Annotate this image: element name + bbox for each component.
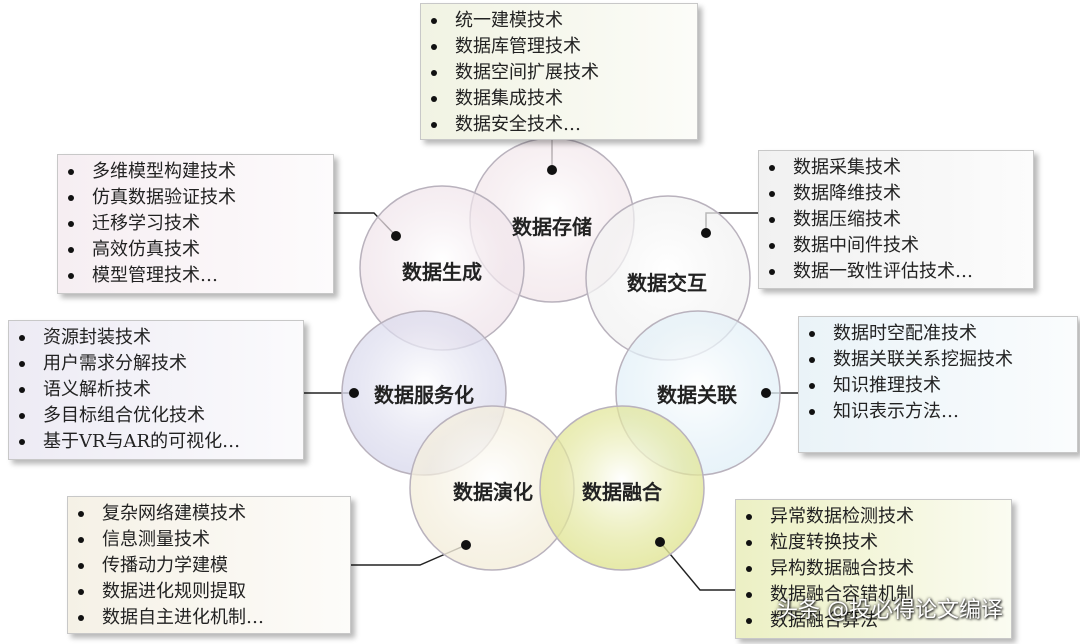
tech-list-item: 仿真数据验证技术 xyxy=(68,185,325,211)
node-label-storage: 数据存储 xyxy=(512,214,592,239)
tech-list-item: 数据进化规则提取 xyxy=(78,579,342,605)
tech-list-item: 知识表示方法… xyxy=(809,399,1069,425)
tech-list-item: 数据融合算法 xyxy=(746,608,1003,634)
node-label-interaction: 数据交互 xyxy=(627,270,707,295)
tech-list-item: 模型管理技术… xyxy=(68,263,325,289)
tech-list-item: 数据中间件技术 xyxy=(769,233,1025,259)
tech-list-item: 多目标组合优化技术 xyxy=(19,403,295,429)
tech-list-item: 数据集成技术 xyxy=(431,86,689,112)
tech-list: 统一建模技术数据库管理技术数据空间扩展技术数据集成技术数据安全技术… xyxy=(431,8,689,138)
tech-list-item: 异常数据检测技术 xyxy=(746,504,1003,530)
tech-list-item: 知识推理技术 xyxy=(809,373,1069,399)
tech-list-item: 高效仿真技术 xyxy=(68,237,325,263)
tech-box-interaction: 数据采集技术数据降维技术数据压缩技术数据中间件技术数据一致性评估技术… xyxy=(758,150,1034,289)
tech-list-item: 数据一致性评估技术… xyxy=(769,259,1025,285)
node-label-servitization: 数据服务化 xyxy=(374,382,474,407)
tech-list-item: 语义解析技术 xyxy=(19,377,295,403)
connector-dot-evolution xyxy=(461,540,471,550)
circle-fusion xyxy=(539,405,705,571)
tech-list-item: 复杂网络建模技术 xyxy=(78,501,342,527)
tech-list: 资源封装技术用户需求分解技术语义解析技术多目标组合优化技术基于VR与AR的可视化… xyxy=(19,325,295,455)
tech-box-fusion: 异常数据检测技术粒度转换技术异构数据融合技术数据融合容错机制数据融合算法 xyxy=(735,499,1012,639)
tech-list-item: 数据时空配准技术 xyxy=(809,321,1069,347)
tech-list-item: 迁移学习技术 xyxy=(68,211,325,237)
tech-list-item: 异构数据融合技术 xyxy=(746,556,1003,582)
tech-list: 多维模型构建技术仿真数据验证技术迁移学习技术高效仿真技术模型管理技术… xyxy=(68,159,325,289)
connector-dot-storage xyxy=(547,165,557,175)
tech-list-item: 数据空间扩展技术 xyxy=(431,60,689,86)
tech-box-servitization: 资源封装技术用户需求分解技术语义解析技术多目标组合优化技术基于VR与AR的可视化… xyxy=(8,320,304,460)
connector-fusion xyxy=(659,541,735,591)
tech-list-item: 数据降维技术 xyxy=(769,181,1025,207)
tech-list-item: 数据关联关系挖掘技术 xyxy=(809,347,1069,373)
tech-list: 数据时空配准技术数据关联关系挖掘技术知识推理技术知识表示方法… xyxy=(809,321,1069,425)
tech-box-evolution: 复杂网络建模技术信息测量技术传播动力学建模数据进化规则提取数据自主进化机制… xyxy=(67,496,351,634)
node-label-association: 数据关联 xyxy=(657,382,737,407)
tech-list-item: 数据融合容错机制 xyxy=(746,582,1003,608)
tech-list-item: 粒度转换技术 xyxy=(746,530,1003,556)
tech-list: 复杂网络建模技术信息测量技术传播动力学建模数据进化规则提取数据自主进化机制… xyxy=(78,501,342,631)
connector-dot-generation xyxy=(391,231,401,241)
tech-list-item: 多维模型构建技术 xyxy=(68,159,325,185)
tech-list-item: 资源封装技术 xyxy=(19,325,295,351)
tech-list-item: 用户需求分解技术 xyxy=(19,351,295,377)
connectors xyxy=(304,140,798,591)
node-label-evolution: 数据演化 xyxy=(453,479,533,504)
node-label-generation: 数据生成 xyxy=(402,259,482,284)
tech-box-association: 数据时空配准技术数据关联关系挖掘技术知识推理技术知识表示方法… xyxy=(798,316,1078,453)
node-label-fusion: 数据融合 xyxy=(582,479,662,504)
tech-box-storage: 统一建模技术数据库管理技术数据空间扩展技术数据集成技术数据安全技术… xyxy=(420,3,698,140)
tech-list-item: 数据采集技术 xyxy=(769,155,1025,181)
tech-list-item: 数据压缩技术 xyxy=(769,207,1025,233)
tech-list-item: 数据安全技术… xyxy=(431,112,689,138)
tech-list: 异常数据检测技术粒度转换技术异构数据融合技术数据融合容错机制数据融合算法 xyxy=(746,504,1003,634)
tech-box-generation: 多维模型构建技术仿真数据验证技术迁移学习技术高效仿真技术模型管理技术… xyxy=(57,154,334,294)
connector-dot-association xyxy=(761,388,771,398)
tech-list-item: 数据自主进化机制… xyxy=(78,605,342,631)
connector-dots xyxy=(349,165,771,550)
connector-dot-interaction xyxy=(701,228,711,238)
tech-list-item: 数据库管理技术 xyxy=(431,34,689,60)
tech-list: 数据采集技术数据降维技术数据压缩技术数据中间件技术数据一致性评估技术… xyxy=(769,155,1025,285)
tech-list-item: 统一建模技术 xyxy=(431,8,689,34)
connector-dot-fusion xyxy=(655,537,665,547)
connector-dot-servitization xyxy=(349,388,359,398)
tech-list-item: 基于VR与AR的可视化… xyxy=(19,429,295,455)
tech-list-item: 信息测量技术 xyxy=(78,527,342,553)
watermark-text: 头条 @投必得论文编译 xyxy=(776,598,1003,623)
tech-list-item: 传播动力学建模 xyxy=(78,553,342,579)
